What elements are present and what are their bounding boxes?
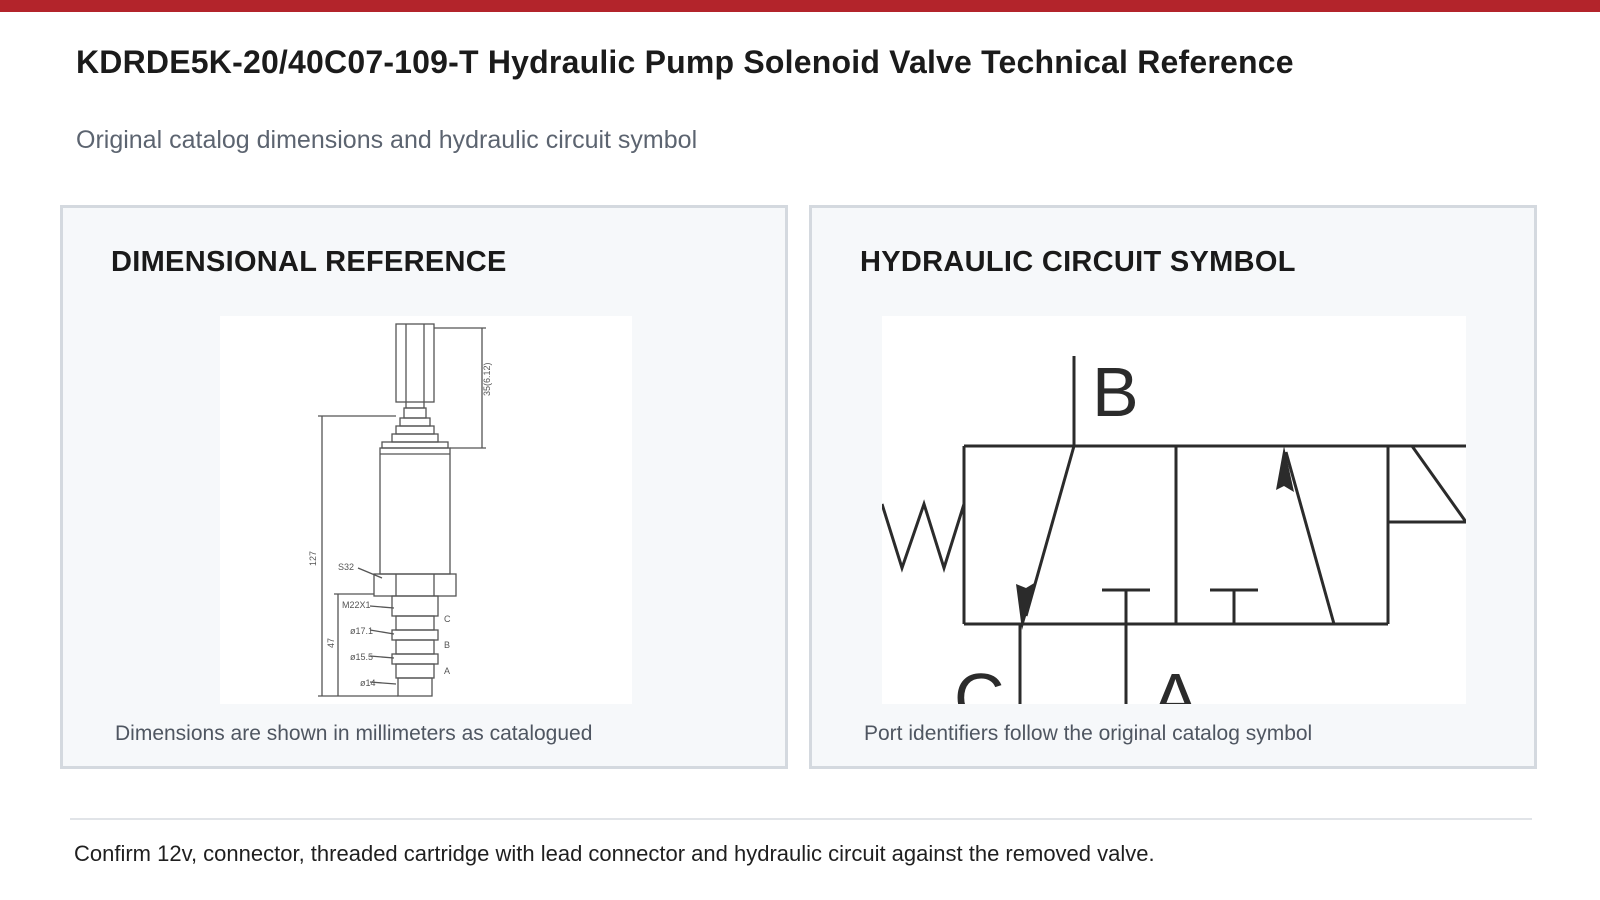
port-c-label: C <box>954 659 1005 704</box>
dimensional-reference-panel: DIMENSIONAL REFERENCE <box>60 205 788 769</box>
diameter-1-label: ø17.1 <box>350 626 373 636</box>
page-title: KDRDE5K-20/40C07-109-T Hydraulic Pump So… <box>76 44 1294 80</box>
overall-length-label: 127 <box>308 551 318 566</box>
footer-note: Confirm 12v, connector, threaded cartrid… <box>74 841 1155 866</box>
hex-nut <box>373 573 457 597</box>
hydraulic-circuit-symbol: B C A <box>882 353 1466 704</box>
port-c-label: C <box>444 614 451 624</box>
hex-label: S32 <box>338 562 354 572</box>
diameter-2-label: ø15.5 <box>350 652 373 662</box>
flow-arrowhead-down <box>1016 582 1036 630</box>
diameter-3-label: ø14 <box>360 678 376 688</box>
port-b-label: B <box>1092 353 1139 431</box>
page-subtitle: Original catalog dimensions and hydrauli… <box>76 126 698 154</box>
connector-height-label: 35(6.12) <box>482 362 492 396</box>
cartridge-length-label: 47 <box>326 638 336 648</box>
hydraulic-circuit-panel: HYDRAULIC CIRCUIT SYMBOL <box>809 205 1537 769</box>
dimensional-drawing: 35(6.12) 127 47 S32 M22X1 ø17.1 ø15.5 ø1… <box>220 316 632 704</box>
coil-body <box>379 447 451 575</box>
footer-divider <box>70 818 1532 820</box>
panel-caption: Port identifiers follow the original cat… <box>864 722 1313 745</box>
panel-title: DIMENSIONAL REFERENCE <box>111 246 507 278</box>
port-a-label: A <box>1152 659 1199 704</box>
circuit-symbol-figure: B C A <box>882 316 1466 704</box>
flow-arrowhead-up <box>1276 446 1294 492</box>
valve-dimension-drawing: 35(6.12) 127 47 S32 M22X1 ø17.1 ø15.5 ø1… <box>308 323 492 697</box>
connector-body <box>395 323 435 403</box>
panel-caption: Dimensions are shown in millimeters as c… <box>115 722 593 745</box>
panel-title: HYDRAULIC CIRCUIT SYMBOL <box>860 246 1296 278</box>
port-b-label: B <box>444 640 450 650</box>
thread-label: M22X1 <box>342 600 371 610</box>
port-a-label: A <box>444 666 450 676</box>
top-accent-bar <box>0 0 1600 12</box>
